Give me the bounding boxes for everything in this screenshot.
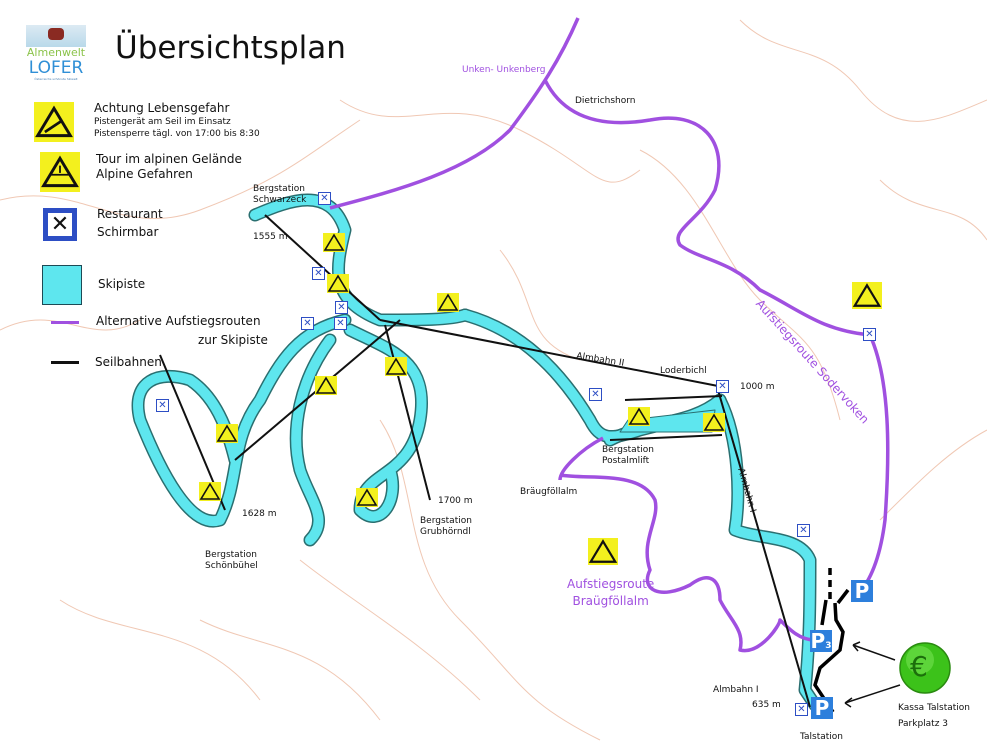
label-line: Schwarzeck [253,195,307,205]
lift-almbahn-1 [717,389,811,708]
label-loderbichl: Loderbichl [660,366,707,376]
parking-p3-sub: 3 [825,641,832,651]
label-line: Parkplatz 3 [898,719,949,729]
legend-label: Alpine Gefahren [96,167,193,181]
legend-label: Schirmbar [97,225,159,239]
restaurant-marker[interactable]: ✕ [795,703,808,716]
parking-sign-p3[interactable]: P3 [810,629,832,653]
restaurant-marker[interactable]: ✕ [335,301,348,314]
ascent-routes [329,17,890,653]
label-line: Braügföllalm [572,594,649,608]
warning-icon [356,488,378,507]
lift-almbahn-2 [379,319,719,387]
legend-routes: Alternative Aufstiegsrouten zur Skipiste [96,314,268,348]
legend-lifts: Seilbahnen [95,355,162,369]
warning-icon [703,413,725,432]
label-talstation: Talstation [800,732,843,742]
restaurant-icon: ✕ [43,208,77,241]
warning-icon [216,424,238,443]
restaurant-marker[interactable]: ✕ [863,328,876,341]
label-alt-635: 635 m [752,700,781,710]
warning-icon [385,357,407,376]
legend-skipiste: Skipiste [98,277,146,291]
label-line: Bergstation [420,516,472,526]
lift-postalm-top [624,395,723,401]
alpine-warning-icon [852,282,882,309]
lifts [159,214,811,708]
label-alt-1700: 1700 m [438,496,473,506]
parking-sign-talstation[interactable]: P [811,697,833,720]
legend-label: Restaurant [97,207,163,221]
legend-danger: Achtung Lebensgefahr Pistengerät am Seil… [94,101,260,140]
label-alt-1628: 1628 m [242,509,277,519]
label-line: Bergstation [205,550,257,560]
warning-icon [437,293,459,312]
label-unken: Unken- Unkenberg [462,65,546,75]
restaurant-marker[interactable]: ✕ [589,388,602,401]
lift-postalm-bottom [609,434,723,441]
restaurant-marker[interactable]: ✕ [312,267,325,280]
logo-tagline: Österreichs schönste Skiwelt [34,77,78,81]
parking-p3-label: P [810,629,826,653]
warning-icon [199,482,221,501]
legend-alpine: Tour im alpinen Gelände Alpine Gefahren [96,152,242,182]
route-braeugfoellalm [558,436,816,653]
route-dietrichshorn [543,79,890,594]
label-line: Grubhörndl [420,527,471,537]
legend-label: Achtung Lebensgefahr [94,101,230,115]
ski-slopes [131,193,822,712]
label-braeugfoellalm: Bräugföllalm [520,487,578,497]
warning-icon [327,274,349,293]
label-alt-1000: 1000 m [740,382,775,392]
ski-slope-swatch [42,265,82,305]
contour-lines [0,19,987,741]
legend-sub: Pistensperre tägl. von 17:00 bis 8:30 [94,129,260,139]
kassa-icon [899,642,951,694]
label-alt-1555: 1555 m [253,232,288,242]
warning-icon [323,233,345,252]
logo-line1: Almenwelt [26,46,86,59]
restaurant-marker[interactable]: ✕ [301,317,314,330]
logo-line2: LOFER [28,58,84,78]
black-line-swatch [51,361,79,364]
lift-grubhoerndl [384,324,431,501]
label-line: Bergstation [602,445,654,455]
legend-restaurant: Restaurant Schirmbar [97,207,163,240]
restaurant-marker[interactable]: ✕ [334,317,347,330]
label-dietrichshorn: Dietrichshorn [575,96,636,106]
logo-image [26,25,86,47]
route-unken [329,17,580,210]
restaurant-marker[interactable]: ✕ [156,399,169,412]
legend-label: zur Skipiste [198,333,268,347]
label-line: Bergstation [253,184,305,194]
parking-sign[interactable]: P [851,580,873,603]
legend-sub: Pistengerät am Seil im Einsatz [94,117,231,127]
label-line: Postalmlift [602,456,650,466]
label-almbahn-1: Almbahn I [713,685,759,695]
purple-line-swatch [51,321,79,324]
alpine-danger-icon [40,152,80,192]
warning-icon [628,407,650,426]
page-title: Übersichtsplan [115,30,346,66]
label-line: Kassa Talstation [898,703,971,713]
danger-warning-icon [34,102,74,142]
restaurant-marker[interactable]: ✕ [716,380,729,393]
label-line: Schönbühel [205,561,258,571]
restaurant-marker[interactable]: ✕ [318,192,331,205]
legend-label: Alternative Aufstiegsrouten [96,314,261,328]
legend-label: Tour im alpinen Gelände [96,152,242,166]
logo: Almenwelt LOFER Österreichs schönste Ski… [26,25,86,95]
restaurant-marker[interactable]: ✕ [797,524,810,537]
alpine-warning-icon [588,538,618,565]
label-line: Aufstiegsroute [567,577,655,591]
warning-icon [315,376,337,395]
euro-icon: € [910,650,928,683]
kassa-arrows [844,641,901,708]
